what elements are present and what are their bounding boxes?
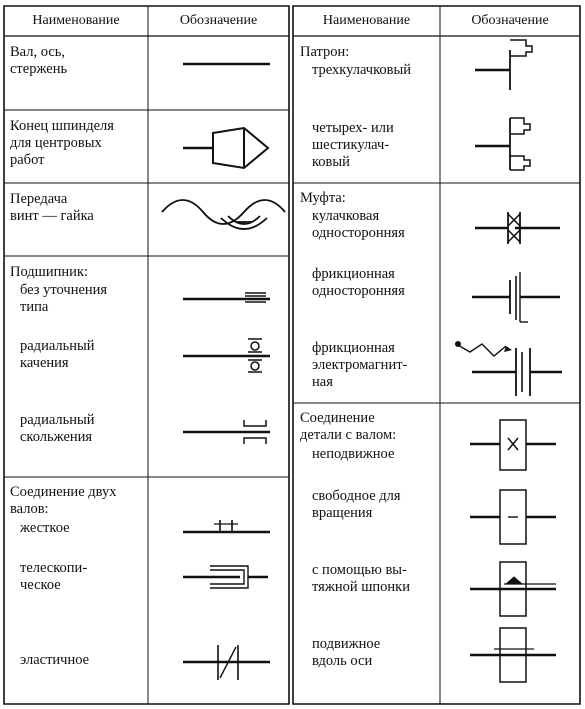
bearing-item: радиальный скольжения [20, 412, 95, 445]
spindle-end-symbol [0, 0, 289, 709]
screw-nut-symbol [0, 0, 289, 709]
bearing-sliding-symbol [0, 0, 289, 709]
bearing-rolling-symbol [0, 0, 289, 709]
chuck-item: четырех- или шестикулач- ковый [312, 120, 394, 170]
clutch-item: кулачковая односторонняя [312, 208, 405, 241]
shaft-symbol [0, 0, 289, 709]
shaft-coupling-item: жесткое [20, 520, 70, 536]
part-shaft-item: свободное для вращения [312, 488, 401, 521]
part-shaft-title: Соединение детали с валом: [300, 410, 397, 443]
telescopic-coupling-symbol [0, 0, 289, 709]
shaft-coupling-title: Соединение двух валов: [10, 484, 117, 517]
part-shaft-item: подвижное вдоль оси [312, 636, 381, 669]
shaft-coupling-item: эластичное [20, 652, 90, 668]
name-column-header: Наименование [322, 13, 411, 28]
shaft-coupling-item: телескопи- ческое [20, 560, 88, 593]
chuck-item: трехкулачковый [312, 62, 412, 78]
bearing-item: без уточнения типа [20, 282, 108, 315]
bearing-plain-symbol [0, 0, 289, 709]
part-shaft-item: неподвижное [312, 446, 395, 462]
shaft-label: Вал, ось, стержень [10, 44, 68, 77]
symbol-column-header: Обозначение [471, 13, 549, 28]
elastic-coupling-symbol [0, 0, 289, 709]
symbol-column-header: Обозначение [179, 13, 258, 28]
bearing-item: радиальный качения [20, 338, 95, 371]
clutch-title: Муфта: [300, 190, 346, 206]
chuck-title: Патрон: [300, 44, 350, 60]
bearing-title: Подшипник: [10, 264, 88, 280]
spindle-end-label: Конец шпинделя для центровых работ [10, 118, 114, 168]
part-shaft-item: с помощью вы- тяжной шпонки [312, 562, 410, 595]
rigid-coupling-symbol [0, 0, 289, 709]
clutch-item: фрикционная электромагнит- ная [312, 340, 408, 390]
name-column-header: Наименование [32, 13, 120, 28]
screw-nut-label: Передача винт — гайка [10, 191, 94, 224]
clutch-item: фрикционная односторонняя [312, 266, 405, 299]
